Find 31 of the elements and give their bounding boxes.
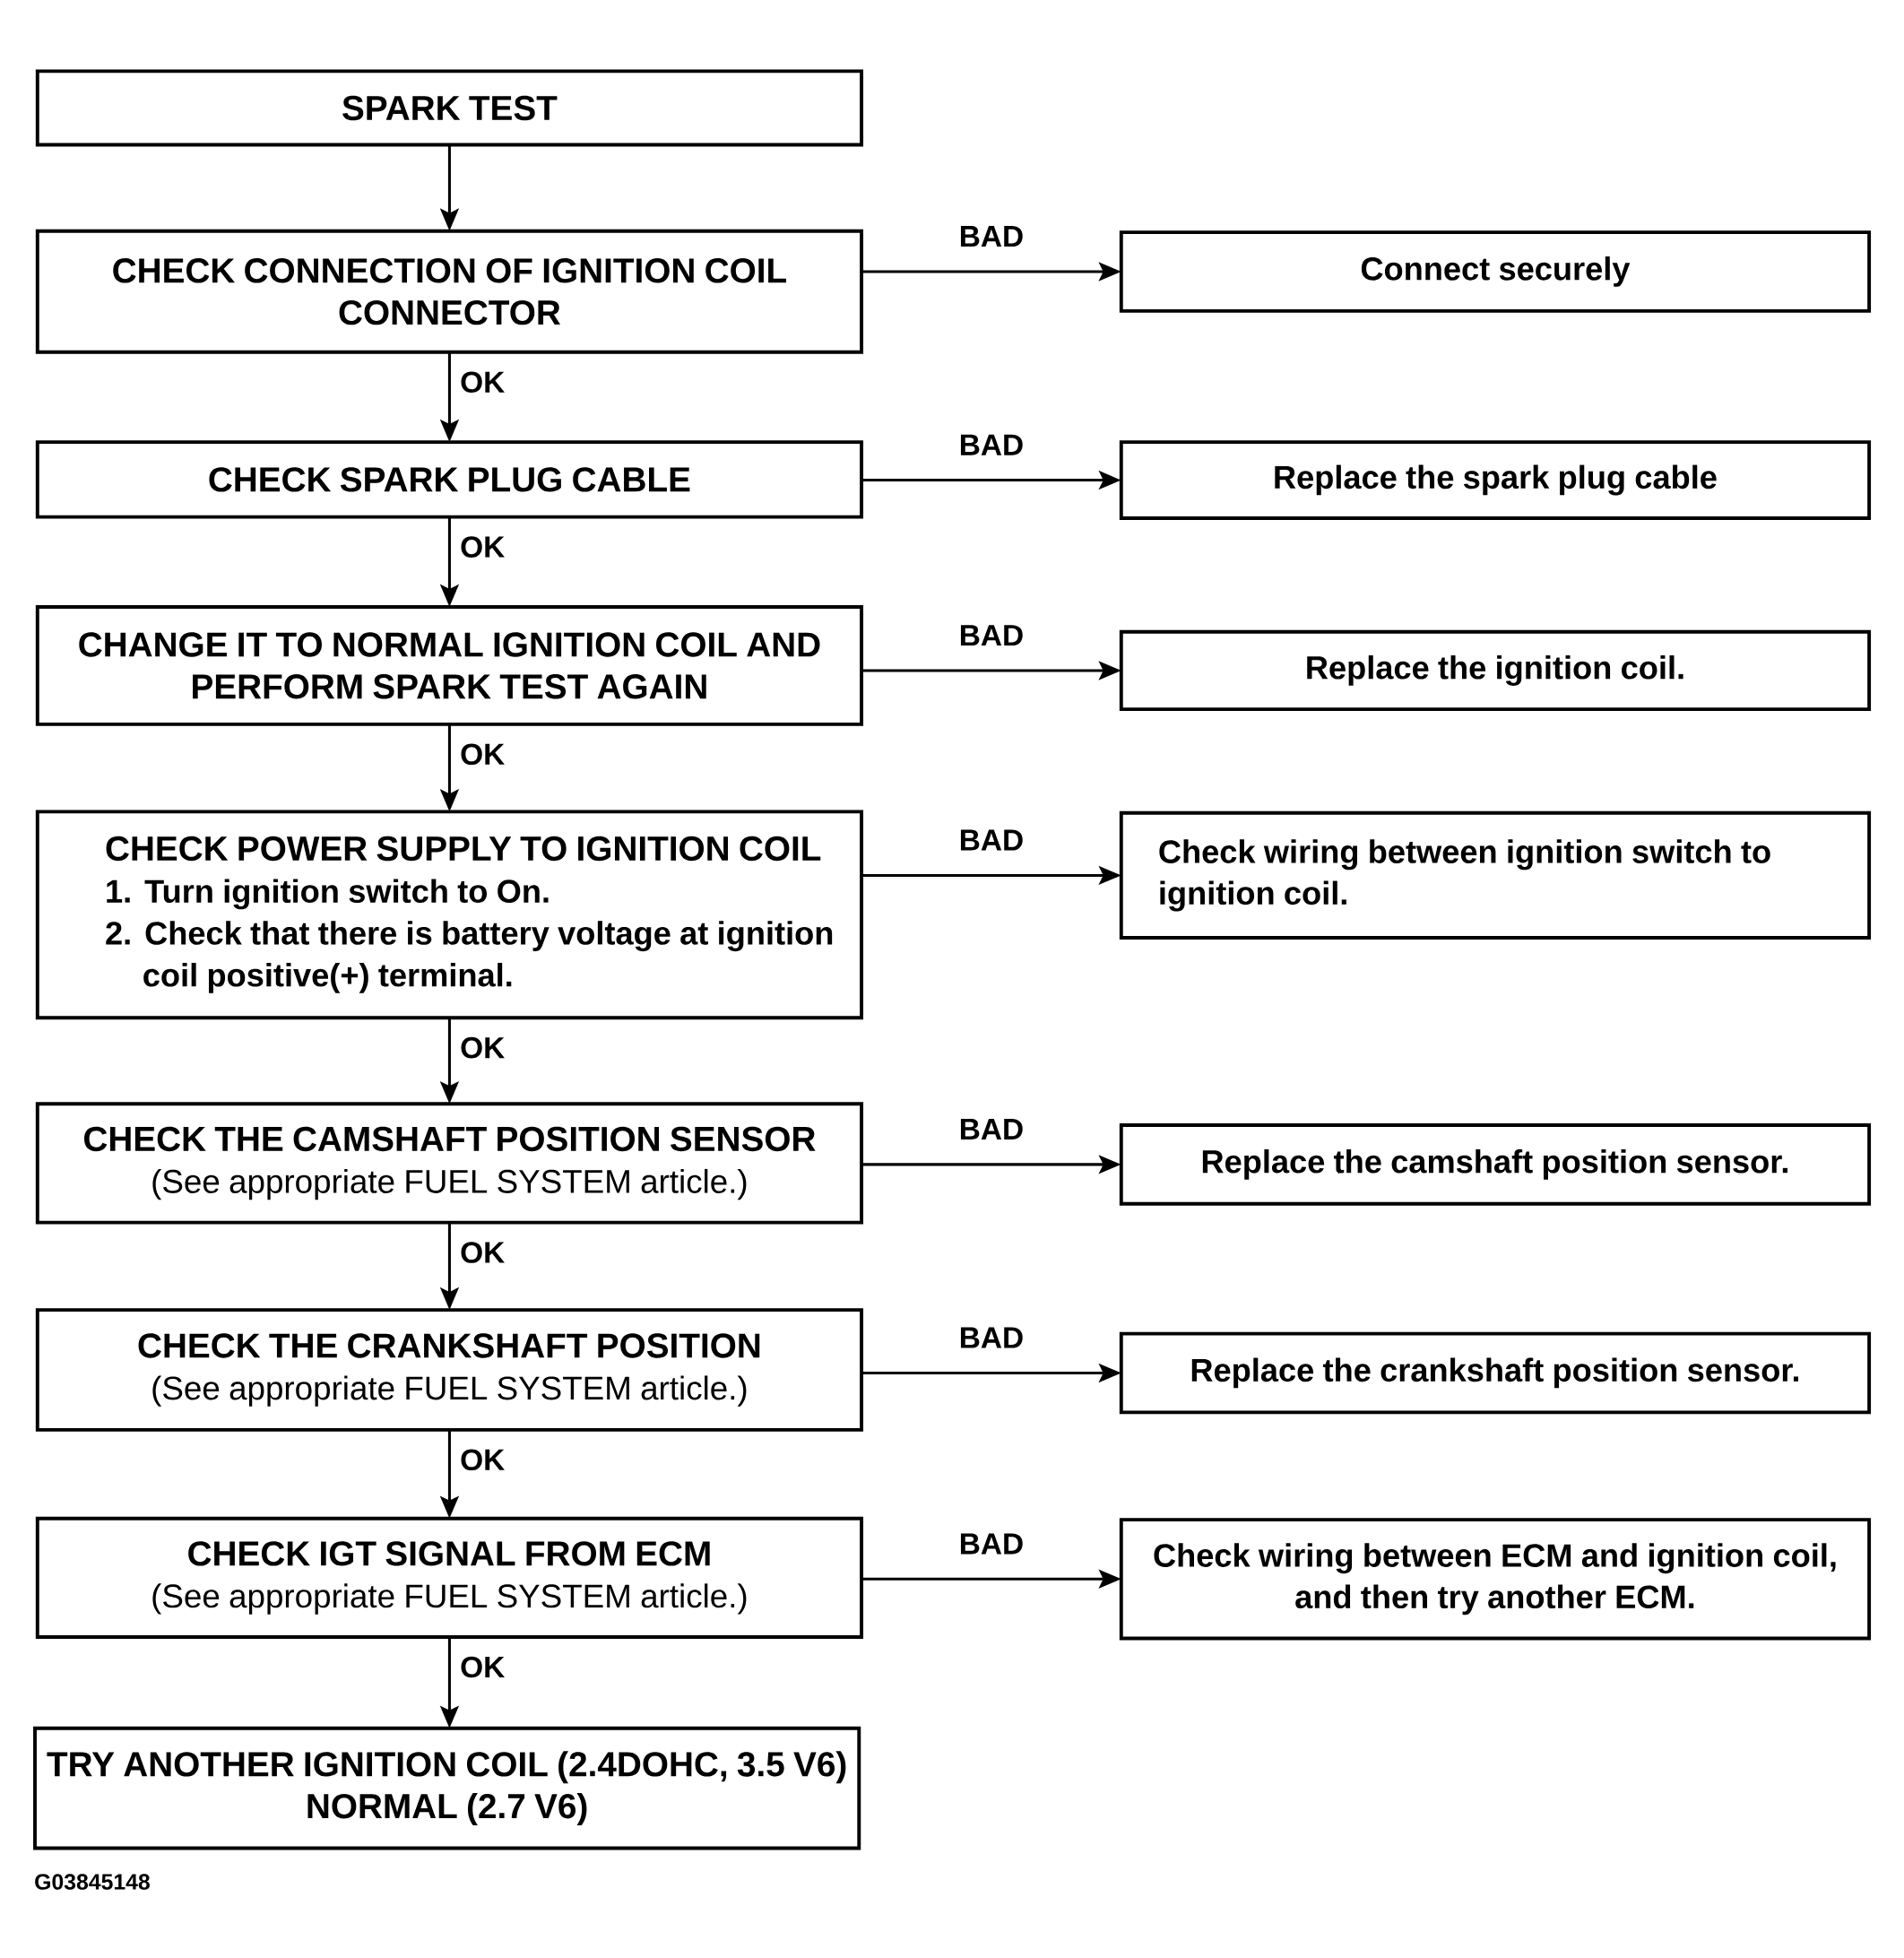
- edge-label: BAD: [956, 223, 1026, 249]
- process-box: CHANGE IT TO NORMAL IGNITION COIL AND PERFORM SPARK TEST AGAIN: [35, 605, 863, 726]
- process-box: CHECK THE CAMSHAFT POSITION SENSOR (See appropriate FUEL SYSTEM article.): [35, 1102, 863, 1225]
- edge-label: OK: [457, 741, 507, 767]
- edge-label: BAD: [956, 1116, 1026, 1142]
- edge-label: OK: [457, 1035, 507, 1061]
- action-box: Check wiring between ignition switch to ignition coil.: [1119, 810, 1872, 940]
- process-box: CHECK THE CRANKSHAFT POSITION (See appropriate FUEL SYSTEM article.): [35, 1308, 863, 1432]
- edge-label: OK: [457, 1653, 507, 1681]
- process-box: CHECK CONNECTION OF IGNITION COIL CONNECTOR: [35, 229, 863, 354]
- edge-label: BAD: [956, 827, 1026, 853]
- action-box: Replace the spark plug cable: [1119, 440, 1872, 520]
- edge-label: OK: [457, 1239, 507, 1266]
- process-box: CHECK SPARK PLUG CABLE: [35, 440, 863, 519]
- action-box: Replace the crankshaft position sensor.: [1119, 1331, 1872, 1415]
- edge-label: BAD: [956, 1324, 1026, 1351]
- edge-label: BAD: [956, 431, 1026, 458]
- process-box: SPARK TEST: [35, 69, 863, 147]
- process-box: TRY ANOTHER IGNITION COIL (2.4DOHC, 3.5 V6) NORMAL (2.7 V6): [33, 1726, 861, 1850]
- edge-label: BAD: [956, 1530, 1026, 1557]
- process-box: CHECK POWER SUPPLY TO IGNITION COIL 1. Turn ignition switch to On. 2. Check that there is battery voltage at ignition coil positive(+) terminal.: [35, 810, 863, 1020]
- process-box: CHECK IGT SIGNAL FROM ECM (See appropriate FUEL SYSTEM article.): [35, 1516, 863, 1639]
- action-box: Check wiring between ECM and ignition coil, and then try another ECM.: [1119, 1518, 1872, 1641]
- action-box: Connect securely: [1119, 230, 1872, 313]
- action-box: Replace the ignition coil.: [1119, 629, 1872, 712]
- edge-label: OK: [457, 533, 507, 560]
- edge-label: OK: [457, 368, 507, 395]
- action-box: Replace the camshaft position sensor.: [1119, 1123, 1872, 1206]
- figure-code: G03845148: [35, 1874, 150, 1890]
- edge-label: OK: [457, 1446, 507, 1473]
- edge-label: BAD: [956, 622, 1026, 648]
